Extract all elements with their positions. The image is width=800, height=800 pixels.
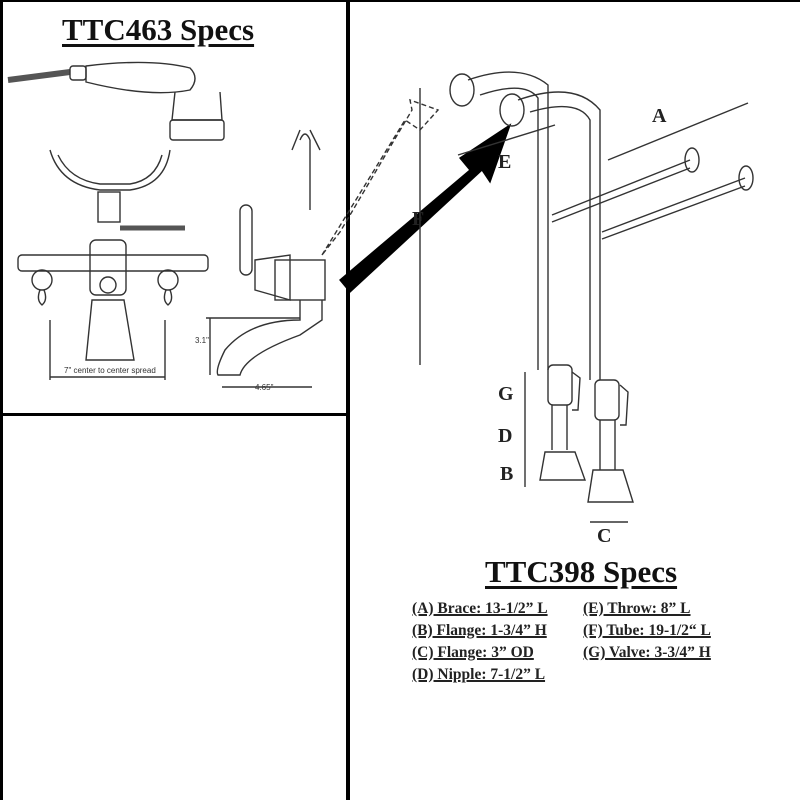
label-e: E bbox=[498, 151, 511, 173]
border-top bbox=[0, 0, 800, 2]
spec-brace: (A) Brace: 13-1/2” L bbox=[412, 600, 548, 617]
border-left bbox=[0, 0, 3, 800]
spec-flange-od: (C) Flange: 3” OD bbox=[412, 644, 534, 661]
spec-nipple: (D) Nipple: 7-1/2” L bbox=[412, 666, 546, 683]
supply-line-illustration bbox=[419, 71, 754, 523]
faucet-side-illustration: 3.1" 4.65" bbox=[195, 98, 440, 392]
arrow-icon bbox=[339, 123, 512, 294]
ttc463-title: TTC463 Specs bbox=[62, 12, 255, 47]
vertical-divider bbox=[346, 0, 350, 800]
spout-height-dimension: 3.1" bbox=[195, 336, 209, 345]
label-c: C bbox=[597, 525, 611, 547]
spec-flange-height: (B) Flange: 1-3/4” H bbox=[412, 622, 547, 639]
label-a: A bbox=[652, 105, 667, 127]
spec-tube: (F) Tube: 19-1/2“ L bbox=[583, 622, 711, 639]
label-f: F bbox=[412, 208, 424, 230]
label-d: D bbox=[498, 425, 512, 447]
spec-valve: (G) Valve: 3-3/4” H bbox=[583, 644, 711, 661]
ttc398-title: TTC398 Specs bbox=[485, 554, 678, 589]
hand-shower-illustration bbox=[7, 61, 225, 141]
label-b: B bbox=[500, 463, 513, 485]
label-g: G bbox=[498, 383, 514, 405]
spread-dimension: 7" center to center spread bbox=[64, 366, 156, 375]
faucet-front-illustration: 7" center to center spread bbox=[17, 149, 209, 380]
spec-throw: (E) Throw: 8” L bbox=[583, 600, 691, 617]
spout-reach-dimension: 4.65" bbox=[255, 383, 274, 392]
horizontal-divider bbox=[0, 413, 348, 416]
